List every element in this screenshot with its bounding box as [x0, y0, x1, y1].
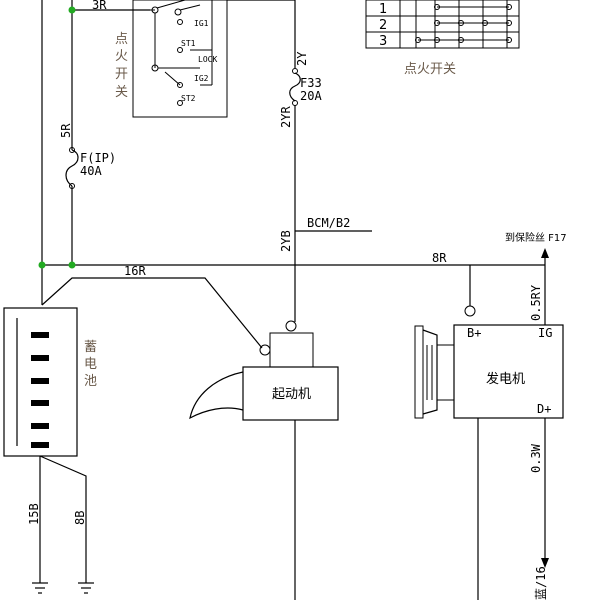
ignition-switch-internals [150, 0, 213, 106]
battery-cells [31, 332, 49, 448]
switch-ig2: IG2 [194, 74, 209, 83]
junction-dot-right [68, 261, 76, 269]
fuse-fip-terminal-top [69, 147, 75, 153]
battery-label-3: 池 [84, 374, 97, 389]
ignition-switch-box [132, 0, 228, 118]
switch-st2: ST2 [181, 94, 196, 103]
starter-terminal-left [259, 344, 271, 356]
table-row-3: 3 [379, 34, 387, 49]
starter-pinion-housing [189, 371, 244, 420]
fuse-f33-symbol [289, 72, 301, 102]
fuse-f33-name: F33 [300, 76, 322, 90]
switch-lock: LOCK [198, 55, 217, 64]
switch-st1: ST1 [181, 39, 196, 48]
alternator-pulley [414, 325, 454, 419]
arrow-up-icon [541, 248, 549, 258]
fuse-fip-name: F(IP) [80, 151, 116, 165]
wire-16r [41, 277, 263, 349]
wire-15b-label: 15B [27, 503, 41, 525]
wire-03w-label: 0.3W [529, 443, 543, 473]
switch-position-table [365, 0, 520, 49]
wire-bottom-label: 蓝/16 [534, 566, 548, 600]
wire-16r-label: 16R [124, 264, 146, 278]
wire-8b-label: 8B [73, 511, 87, 525]
starter-label: 起动机 [272, 387, 311, 402]
wire-3r-label: 3R [92, 0, 107, 12]
fuse-f33-terminal-bottom [292, 100, 298, 106]
to-fuse-f17-label: 到保险丝 F17 [505, 231, 567, 244]
alt-b-plus-terminal [464, 305, 476, 317]
wire-8b [39, 455, 87, 583]
junction-dot-top [68, 6, 76, 14]
starter-body [242, 366, 339, 421]
ignition-switch-label-3: 开 [115, 67, 128, 82]
wire-05ry-label: 0.5RY [529, 284, 543, 321]
alternator-body [453, 324, 564, 419]
arrow-down-icon [541, 558, 549, 568]
wire-2yr-label: 2YR [279, 106, 293, 128]
ground-icon [32, 582, 48, 594]
wire-2y-label: 2Y [295, 51, 309, 66]
alt-d-plus-label: D+ [537, 402, 551, 416]
alternator-label: 发电机 [486, 371, 525, 387]
fuse-fip-symbol [65, 149, 79, 187]
fuse-f33-terminal-top [292, 68, 298, 74]
ignition-switch-label-4: 关 [115, 85, 128, 100]
bcm-b2-label: BCM/B2 [307, 216, 350, 230]
table-row-2: 2 [379, 18, 387, 33]
fuse-fip-terminal-bottom [69, 183, 75, 189]
battery-label-2: 电 [84, 357, 97, 372]
ignition-switch-label-1: 点 [115, 32, 128, 47]
alt-ig-label: IG [538, 326, 552, 340]
starter-solenoid [269, 332, 314, 368]
starter-terminal-top [285, 320, 297, 332]
battery-label-1: 蓄 [84, 340, 97, 355]
alt-b-plus-label: B+ [467, 326, 481, 340]
junction-dot-left [38, 261, 46, 269]
fuse-fip-rating: 40A [80, 164, 102, 178]
wire-8r-label: 8R [432, 251, 447, 265]
table-row-1: 1 [379, 2, 387, 17]
fuse-f33-rating: 20A [300, 89, 322, 103]
ground-icon [78, 582, 94, 594]
switch-ig1: IG1 [194, 19, 209, 28]
wire-2yb-label: 2YB [279, 230, 293, 252]
wire-5r-label: 5R [59, 123, 73, 138]
ignition-switch-title: 点火开关 [404, 62, 456, 77]
ignition-switch-label-2: 火 [115, 49, 128, 64]
